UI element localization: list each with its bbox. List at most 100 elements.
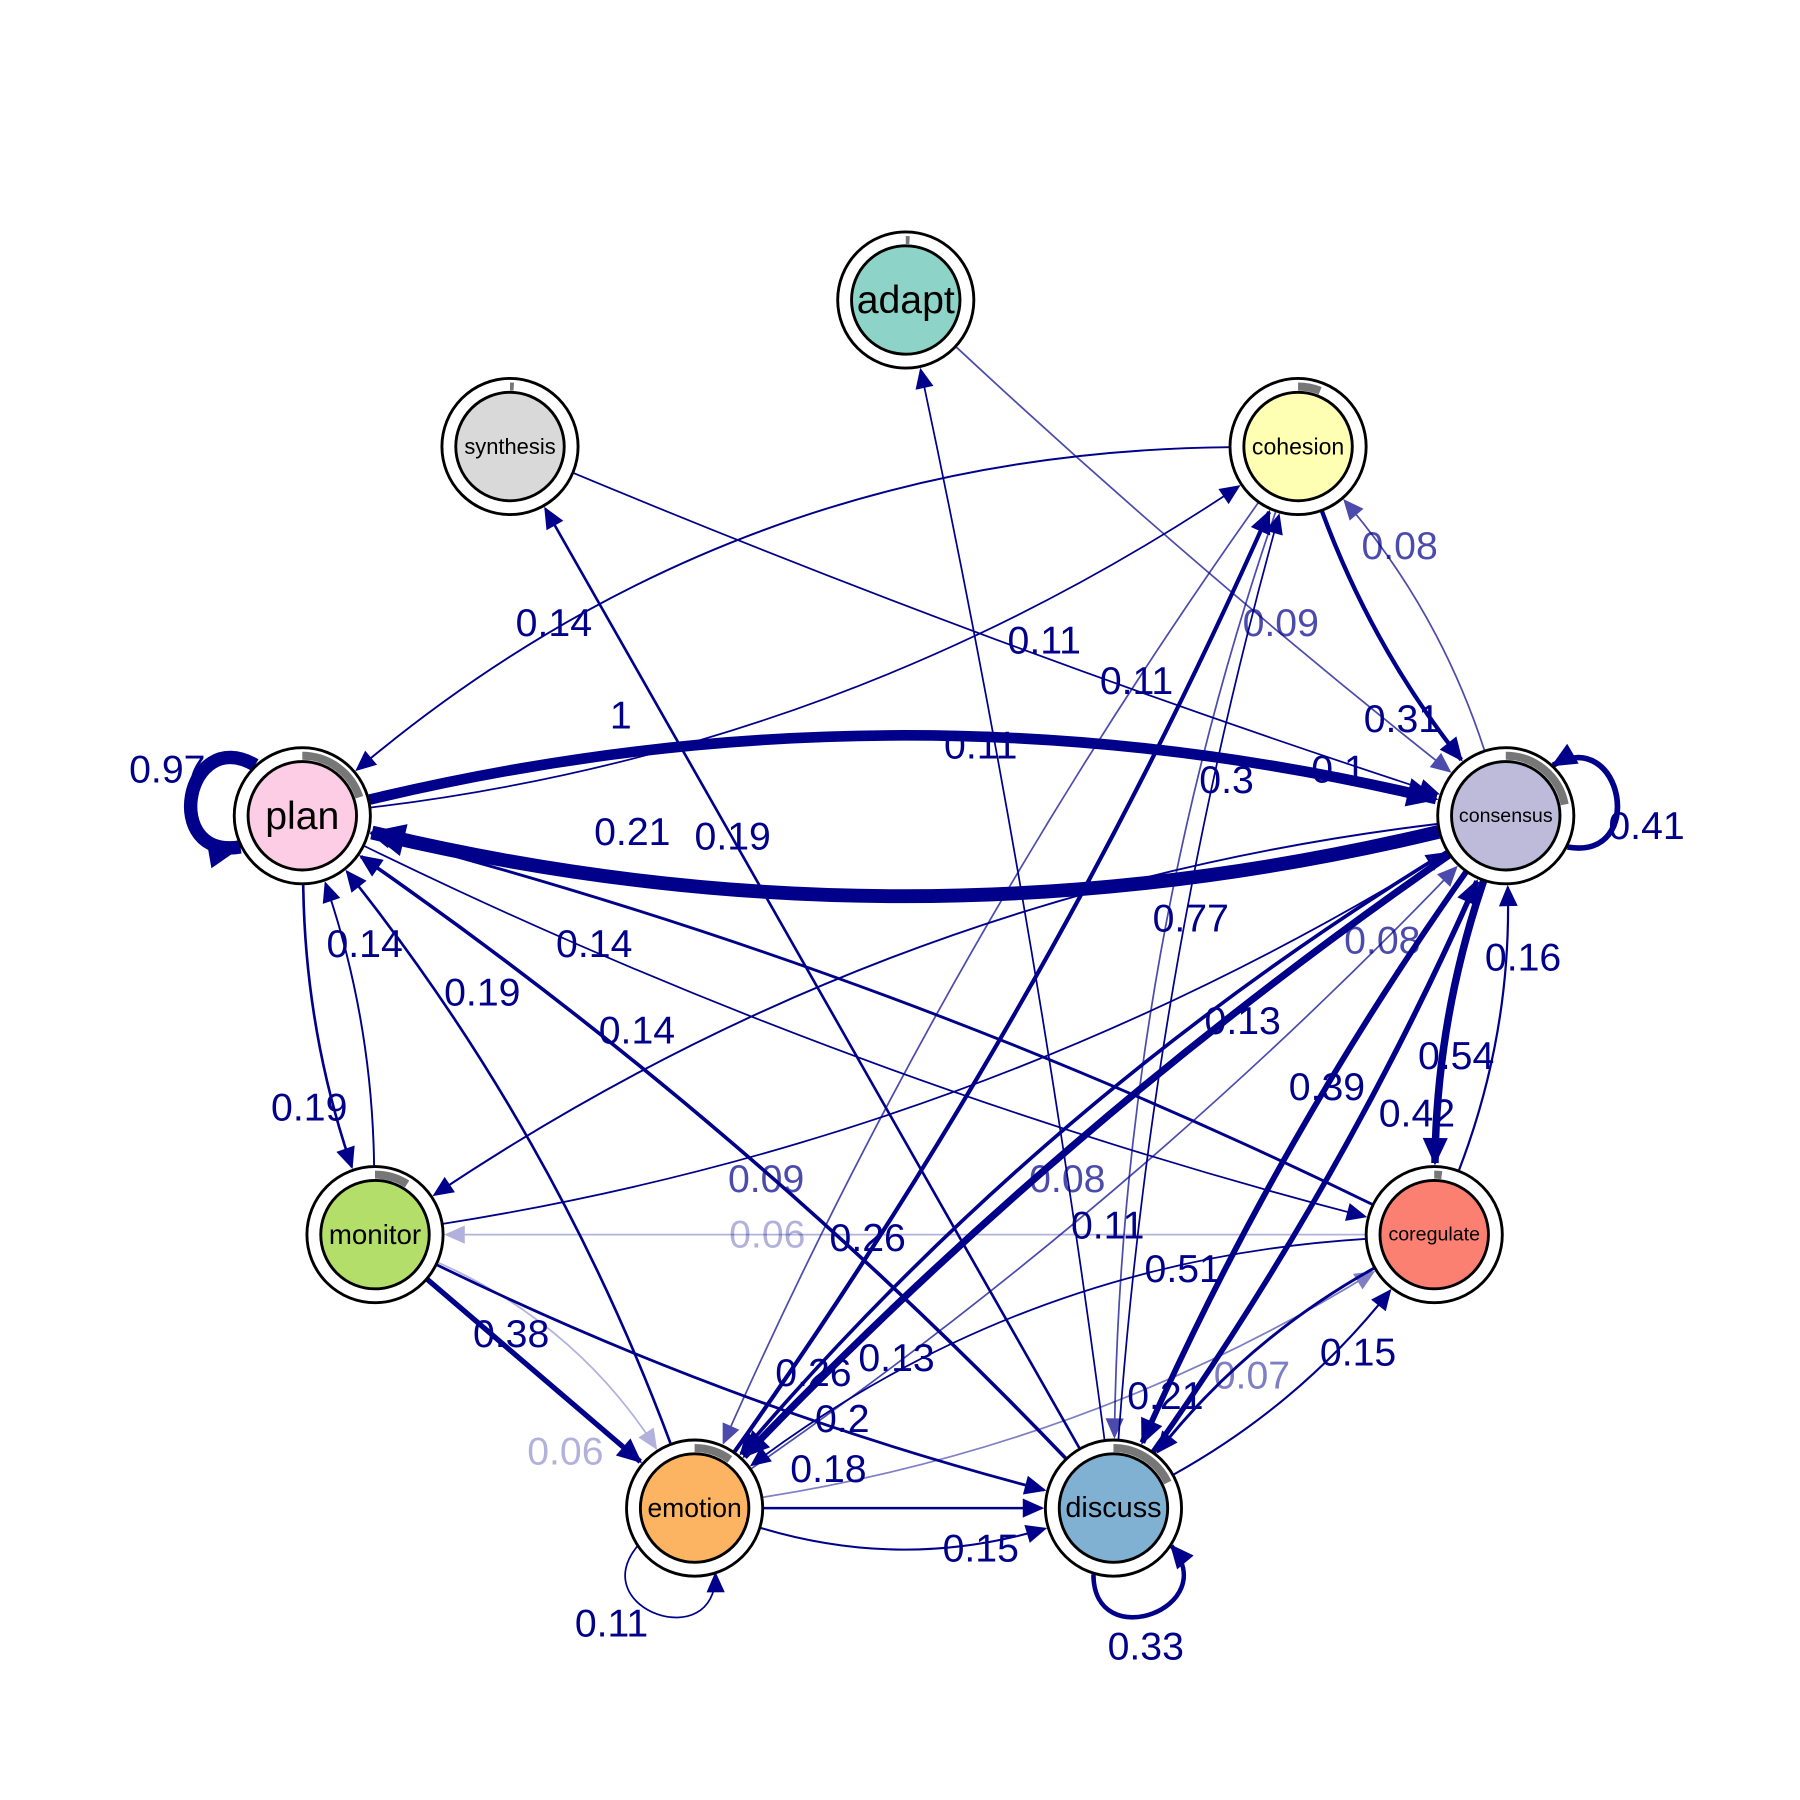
edge-line [1320,510,1463,762]
edge-weight-label: 0.21 [594,810,670,854]
edge-line [573,472,1439,795]
edge-weight-label: 0.13 [858,1336,934,1380]
edge-discuss-to-adapt [915,367,1106,1440]
edge-monitor-to-consensus [443,852,1447,1225]
node-label: cohesion [1252,434,1344,460]
arrowhead-icon [345,869,367,893]
node-circle [638,1452,751,1564]
arrowhead-icon [444,1225,465,1244]
edge-weight-label: 0.14 [556,922,632,966]
node-circle [1057,1452,1170,1564]
edge-line [760,1526,1046,1551]
arrowhead-icon [432,1176,455,1197]
edge-weight-label: 0.14 [326,922,402,966]
edge-weight-label: 0.19 [444,970,520,1014]
edge-consensus-to-consensus [1551,743,1621,851]
node-pie-arc [302,751,364,799]
node-plan[interactable]: plan [232,746,372,886]
node-adapt[interactable]: adapt [836,230,976,370]
edge-line [324,883,376,1166]
edge-weight-label: 0.2 [815,1397,870,1441]
arrowhead-icon [742,1430,771,1459]
edge-emotion-to-plan [345,869,672,1444]
node-emotion[interactable]: emotion [625,1438,765,1578]
edge-weight-label: 0.31 [1364,697,1440,741]
node-circle [850,244,962,356]
node-pie-arc [374,1170,410,1188]
arrowhead-icon [1424,852,1447,871]
edge-line [919,369,1106,1440]
edge-consensus-to-cohesion [1343,499,1486,751]
node-label: adapt [857,278,955,322]
edge-adapt-to-consensus [955,346,1452,773]
edge-weight-label: 0.14 [516,601,592,645]
edge-monitor-to-emotion [425,1277,643,1464]
edge-coregulate-to-emotion [749,1238,1366,1467]
edge-line [955,346,1451,773]
arrowhead-icon [1345,1203,1368,1221]
node-circle [1378,1178,1490,1291]
node-label: synthesis [464,434,555,459]
edge-line [433,823,1438,1196]
arrowhead-icon [1022,1498,1045,1518]
node-pie-arc [1113,1444,1172,1485]
node-label: emotion [647,1493,741,1523]
edge-weight-label: 0.11 [575,1601,648,1645]
arrowhead-icon [915,367,934,390]
edge-discuss-to-coregulate [1173,1288,1392,1476]
arrowhead-icon [1343,499,1364,521]
edge-synthesis-to-consensus [573,472,1440,797]
arrowhead-icon [1498,884,1518,907]
edge-line [1173,1290,1391,1476]
edge-discuss-to-discuss [1091,1544,1194,1620]
edge-monitor-to-emotion [437,1261,658,1450]
edge-discuss-to-consensus [1151,879,1480,1454]
edge-consensus-to-monitor [432,823,1438,1197]
edge-cohesion-to-plan [355,446,1229,772]
node-circle [454,390,566,503]
edge-weight-label: 0.11 [944,723,1017,767]
arrowhead-icon [1422,1137,1448,1166]
edge-weight-label: 1 [610,693,632,737]
arrowhead-icon [706,1571,725,1593]
nodes-layer: adapt synthesis cohesion plan consensus monit… [232,230,1576,1578]
edge-monitor-to-plan [322,881,376,1166]
node-monitor[interactable]: monitor [305,1165,445,1305]
edge-line [739,850,1448,1455]
edge-line [360,855,1067,1459]
edge-line [436,1263,1045,1492]
node-consensus[interactable]: consensus [1436,746,1576,886]
node-synthesis[interactable]: synthesis [440,377,580,517]
edge-line [1344,500,1486,751]
arrowhead-icon [336,1145,355,1170]
edge-emotion-to-cohesion [732,509,1271,1453]
arrowhead-icon [1024,1525,1048,1543]
node-discuss[interactable]: discuss [1043,1438,1183,1578]
edge-line [345,870,672,1444]
node-coregulate[interactable]: coregulate [1364,1165,1504,1305]
edge-line [364,845,1366,1218]
arrowhead-icon [1156,1430,1178,1454]
arrowhead-icon [1439,736,1463,762]
edge-weight-label: 0.13 [1205,999,1281,1043]
edge-line [370,485,1240,809]
node-circle [319,1178,431,1291]
node-label: discuss [1065,1492,1161,1524]
edge-weight-label: 0.38 [473,1312,549,1356]
arrowhead-icon [1250,509,1271,536]
arrowhead-icon [1417,779,1440,797]
edge-emotion-to-emotion [624,1546,725,1619]
node-cohesion[interactable]: cohesion [1228,377,1368,517]
edge-weight-label: 0.42 [1379,1091,1455,1135]
edge-line [1458,887,1510,1171]
edge-weight-label: 0.07 [1214,1353,1290,1397]
arrowhead-icon [1141,1416,1163,1445]
arrowhead-icon [1352,1270,1376,1290]
edge-weight-label: 0.3 [1199,758,1254,802]
edge-line [1156,1267,1375,1453]
edge-weight-label: 0.1 [1311,748,1366,792]
arrowhead-icon [1429,752,1452,773]
edge-consensus-to-plan [369,824,1441,904]
